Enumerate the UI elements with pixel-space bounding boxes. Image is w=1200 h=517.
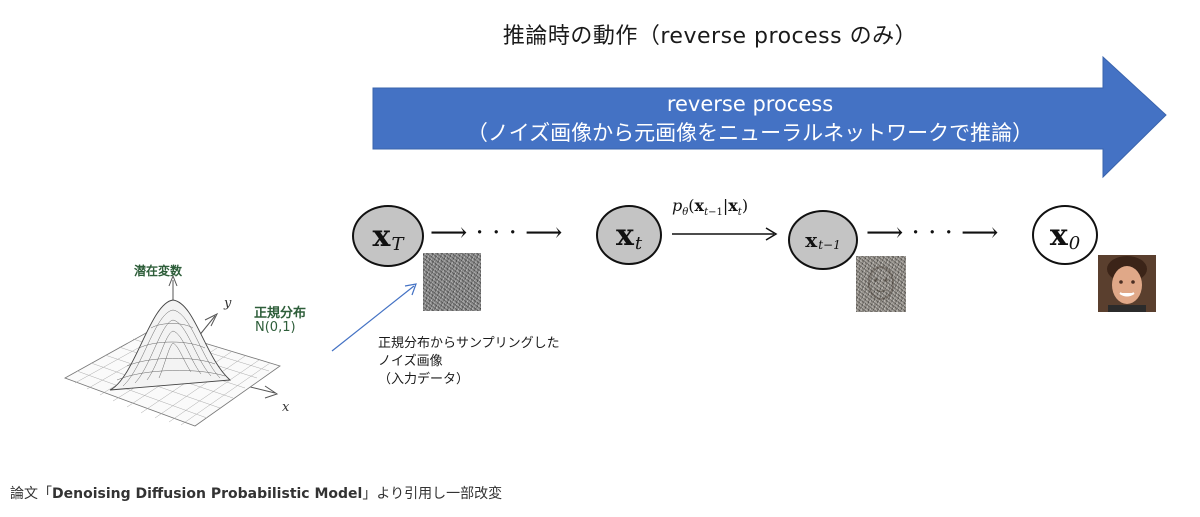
diagram-title: 推論時の動作（reverse process のみ） bbox=[502, 24, 918, 49]
caption-line-3: （入力データ） bbox=[378, 372, 470, 387]
footer-prefix: 論文「 bbox=[10, 486, 52, 502]
node-x-T-sub: T bbox=[391, 233, 404, 255]
latent-variable-label: 潜在変数 bbox=[134, 264, 183, 278]
noisy-face-image bbox=[856, 256, 906, 312]
x-axis-label: x bbox=[282, 400, 290, 415]
transition-arrow bbox=[672, 227, 778, 241]
node-x-T-main: x bbox=[372, 218, 391, 254]
arrow-label-line2: （ノイズ画像から元画像をニューラルネットワークで推論） bbox=[466, 121, 1034, 145]
node-x-0-sub: 0 bbox=[1068, 232, 1081, 254]
normal-dist-label-2: N(0,1) bbox=[255, 320, 296, 335]
noise-image-xT bbox=[423, 253, 481, 311]
caption-line-1: 正規分布からサンプリングした bbox=[378, 336, 560, 351]
transition-label: pθ(xt−1|xt) bbox=[672, 196, 749, 219]
normal-dist-label-1: 正規分布 bbox=[254, 306, 307, 321]
node-x-t-main: x bbox=[615, 217, 634, 253]
node-x-t-minus-1-main: x bbox=[805, 228, 818, 252]
faint-face-outline bbox=[868, 266, 894, 300]
face-illustration bbox=[1098, 255, 1156, 312]
sampling-arrow bbox=[331, 283, 417, 352]
reverse-process-arrow bbox=[372, 55, 1167, 179]
clean-face-image bbox=[1098, 255, 1156, 312]
node-x-t-minus-1-sub: t−1 bbox=[818, 238, 841, 253]
y-axis-label: y bbox=[224, 296, 232, 311]
caption-line-2: ノイズ画像 bbox=[378, 354, 443, 369]
arrow-label-line1: reverse process bbox=[666, 92, 834, 116]
footer-suffix: 」より引用し一部改変 bbox=[362, 486, 503, 502]
node-x-0-main: x bbox=[1049, 217, 1068, 253]
footer-paper-title: Denoising Diffusion Probabilistic Model bbox=[52, 486, 363, 502]
arrow-shape bbox=[372, 55, 1167, 179]
arrow-dots-2: ⟶ · · · ⟶ bbox=[866, 218, 999, 248]
gaussian-surface bbox=[64, 274, 281, 427]
node-x-t-sub: t bbox=[634, 232, 643, 254]
citation-footer: 論文「Denoising Diffusion Probabilistic Mod… bbox=[10, 483, 502, 503]
noise-caption: 正規分布からサンプリングした ノイズ画像 （入力データ） bbox=[378, 335, 560, 389]
arrow-dots-1: ⟶ · · · ⟶ bbox=[430, 218, 563, 248]
